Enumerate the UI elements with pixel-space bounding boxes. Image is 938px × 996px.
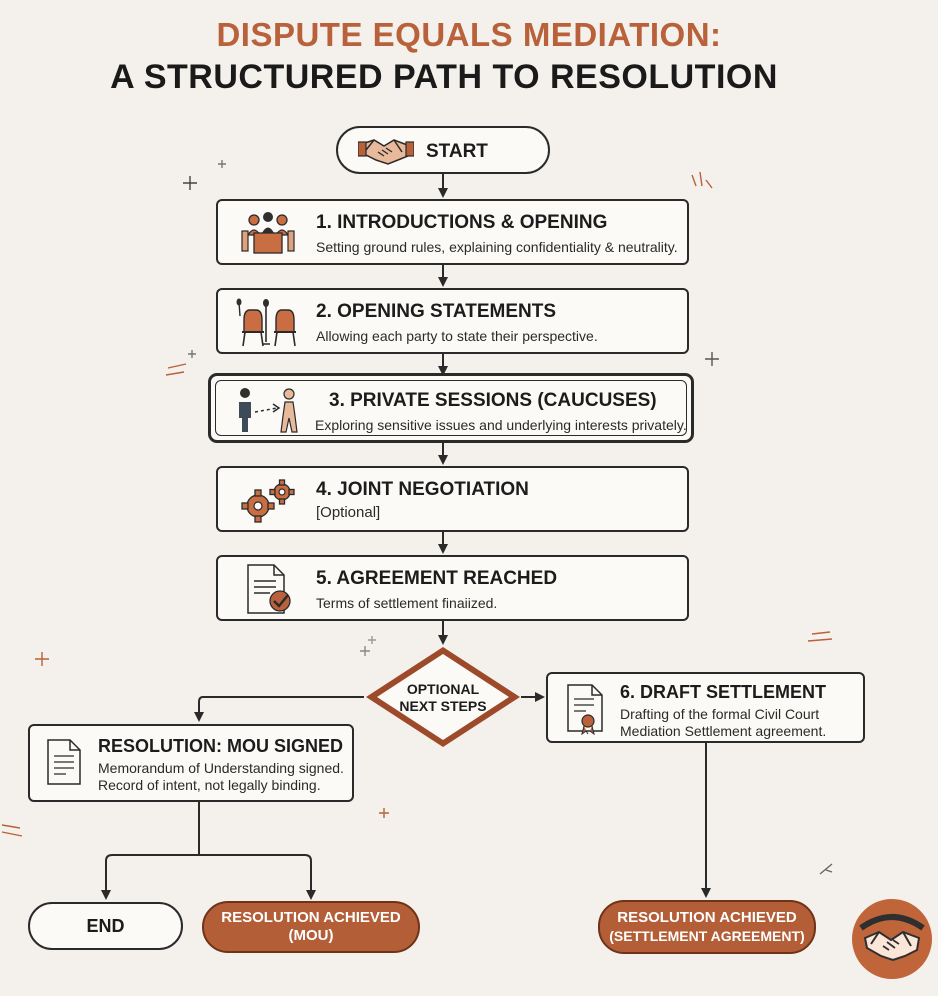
resolution-mou-line-2: (MOU) bbox=[288, 927, 334, 944]
step-agreement-reached: 5. AGREEMENT REACHED Terms of settlement… bbox=[216, 555, 689, 621]
start-label: START bbox=[426, 141, 488, 162]
end-node: END bbox=[28, 902, 183, 950]
arrow-mou-resolution bbox=[199, 854, 316, 900]
step-title: 4. JOINT NEGOTIATION bbox=[316, 479, 529, 500]
arrow-decision-mou bbox=[194, 696, 364, 722]
document-check-icon bbox=[244, 563, 296, 620]
step-joint-negotiation: 4. JOINT NEGOTIATION [Optional] bbox=[216, 466, 689, 532]
draft-desc-line-2: Mediation Settlement agreement. bbox=[620, 723, 827, 739]
step-description: Setting ground rules, explaining confide… bbox=[316, 239, 678, 255]
step-title: 1. INTRODUCTIONS & OPENING bbox=[316, 212, 608, 233]
title-line-2: A STRUCTURED PATH TO RESOLUTION bbox=[110, 58, 778, 96]
decorative-sparkles bbox=[1, 160, 833, 875]
step-draft-settlement: 6. DRAFT SETTLEMENT Drafting of the form… bbox=[546, 672, 865, 743]
decision-line-2: NEXT STEPS bbox=[399, 698, 487, 714]
resolution-settlement-line-2: (SETTLEMENT AGREEMENT) bbox=[609, 928, 805, 944]
end-label: END bbox=[86, 915, 125, 936]
title-line-1: DISPUTE EQUALS MEDIATION: bbox=[216, 16, 722, 53]
step-description: Terms of settlement finaiized. bbox=[316, 595, 498, 611]
mou-title: RESOLUTION: MOU SIGNED bbox=[98, 736, 344, 756]
chairs-microphones-icon bbox=[236, 298, 302, 353]
document-icon bbox=[46, 738, 84, 793]
gears-icon bbox=[238, 476, 300, 529]
step-title: 3. PRIVATE SESSIONS (CAUCUSES) bbox=[329, 390, 657, 411]
step-title: 5. AGREEMENT REACHED bbox=[316, 568, 558, 589]
decision-optional-next-steps: OPTIONAL NEXT STEPS bbox=[364, 645, 522, 749]
step-opening-statements: 2. OPENING STATEMENTS Allowing each part… bbox=[216, 288, 689, 354]
step-introductions-opening: 1. INTRODUCTIONS & OPENING Setting groun… bbox=[216, 199, 689, 265]
arrow-mou-end bbox=[101, 800, 200, 900]
resolution-achieved-settlement: RESOLUTION ACHIEVED (SETTLEMENT AGREEMEN… bbox=[598, 900, 816, 954]
start-node: START bbox=[336, 126, 550, 174]
step-description: [Optional] bbox=[316, 504, 381, 521]
resolution-mou-signed: RESOLUTION: MOU SIGNED Memorandum of Und… bbox=[28, 724, 354, 802]
decision-line-1: OPTIONAL bbox=[406, 681, 480, 697]
resolution-mou-line-1: RESOLUTION ACHIEVED bbox=[221, 909, 401, 926]
certificate-icon bbox=[566, 683, 608, 740]
step-description: Exploring sensitive issues and underlyin… bbox=[315, 417, 687, 433]
draft-desc-line-1: Drafting of the formal Civil Court bbox=[620, 706, 820, 722]
step-description: Allowing each party to state their persp… bbox=[316, 328, 598, 344]
draft-title: 6. DRAFT SETTLEMENT bbox=[620, 682, 826, 702]
step-title: 2. OPENING STATEMENTS bbox=[316, 301, 556, 322]
resolution-achieved-mou: RESOLUTION ACHIEVED (MOU) bbox=[202, 901, 420, 953]
meeting-table-icon bbox=[238, 209, 298, 262]
handshake-icon bbox=[357, 134, 415, 173]
handshake-badge-icon bbox=[851, 898, 933, 980]
inner-border bbox=[215, 380, 687, 436]
resolution-settlement-line-1: RESOLUTION ACHIEVED bbox=[617, 909, 797, 926]
mou-desc-line-2: Record of intent, not legally binding. bbox=[98, 777, 321, 793]
step-private-sessions: 3. PRIVATE SESSIONS (CAUCUSES) Exploring… bbox=[208, 373, 694, 443]
mou-desc-line-1: Memorandum of Understanding signed. bbox=[98, 760, 344, 776]
private-meeting-icon bbox=[235, 386, 303, 439]
